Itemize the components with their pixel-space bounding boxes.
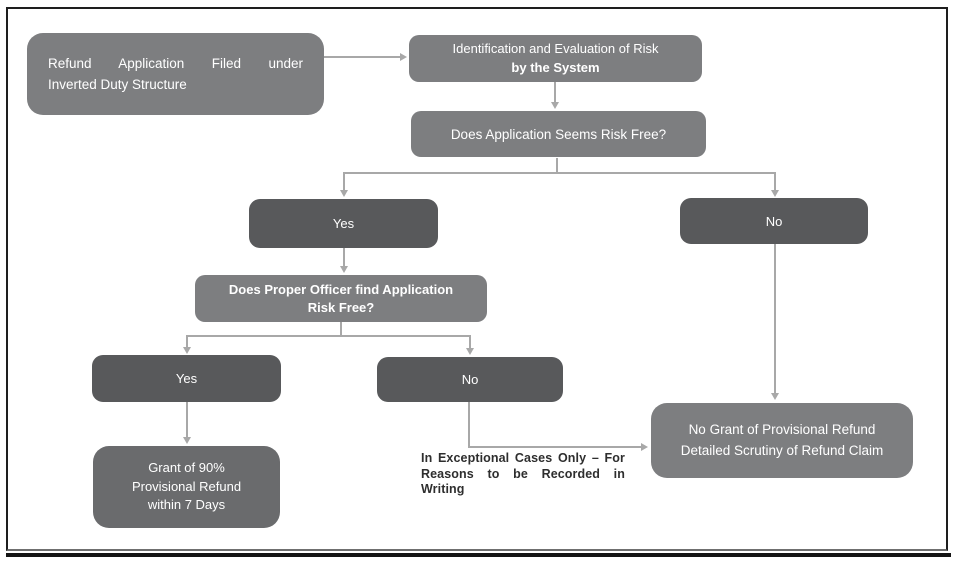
node-no-grant-refund-label: No Grant of Provisional Refund Detailed … [680, 422, 884, 458]
arrow-question-to-no-head [771, 190, 779, 197]
arrow-identification-to-question-line [554, 82, 556, 103]
branch-officer-question-stem [340, 322, 342, 336]
arrow-officer-to-yes-line [186, 335, 188, 348]
node-risk-identification: Identification and Evaluation of Risk by… [409, 35, 702, 82]
node-grant-refund-label: Grant of 90% Provisional Refund within 7… [131, 459, 242, 513]
node-risk-identification-line2: by the System [511, 59, 600, 75]
exception-note-line1: In Exceptional Cases Only – For [421, 451, 625, 465]
arrow-yes-to-grant-line [186, 402, 188, 438]
node-risk-identification-line1: Identification and Evaluation of Risk [452, 41, 659, 57]
page-bottom-rule [6, 553, 951, 557]
arrow-officer-to-no-line [469, 335, 471, 349]
arrow-no-officer-to-no-grant-head [641, 443, 648, 451]
node-yes-officer: Yes [92, 355, 281, 402]
node-no-officer-label: No [461, 372, 479, 387]
arrow-question-to-no-line [774, 172, 776, 191]
arrow-yes-to-grant-head [183, 437, 191, 444]
node-refund-application-line2: Inverted Duty Structure [48, 77, 187, 92]
node-yes-system-label: Yes [332, 216, 355, 231]
node-officer-question: Does Proper Officer find Application Ris… [195, 275, 487, 322]
exception-note-line2: Reasons to be Recorded in Writing [421, 466, 625, 497]
node-grant-refund: Grant of 90% Provisional Refund within 7… [93, 446, 280, 528]
arrow-yes-to-officer-head [340, 266, 348, 273]
node-refund-application: Refund Application Filed under Inverted … [27, 33, 324, 115]
arrow-officer-to-no-head [466, 348, 474, 355]
node-no-officer: No [377, 357, 563, 402]
node-yes-officer-label: Yes [175, 371, 198, 386]
node-no-grant-refund: No Grant of Provisional Refund Detailed … [651, 403, 913, 478]
node-no-system-label: No [765, 213, 783, 229]
arrow-no-system-to-no-grant-line [774, 244, 776, 394]
node-refund-application-line1: Refund Application Filed under [48, 55, 303, 71]
arrow-officer-to-yes-head [183, 347, 191, 354]
arrow-identification-to-question-head [551, 102, 559, 109]
node-officer-question-label: Does Proper Officer find Application Ris… [228, 281, 454, 315]
arrow-start-to-identification-line [324, 56, 401, 58]
node-risk-free-question: Does Application Seems Risk Free? [411, 111, 706, 157]
arrow-start-to-identification-head [400, 53, 407, 61]
flowchart-frame [6, 7, 948, 551]
arrow-no-system-to-no-grant-head [771, 393, 779, 400]
arrow-question-to-yes-head [340, 190, 348, 197]
branch-risk-question-crossbar [344, 172, 776, 174]
arrow-question-to-yes-line [343, 172, 345, 191]
branch-risk-question-stem [556, 158, 558, 173]
arrow-yes-to-officer-line [343, 248, 345, 267]
exception-note: In Exceptional Cases Only – For Reasons … [421, 451, 625, 498]
branch-officer-question-crossbar [187, 335, 471, 337]
node-no-system: No [680, 198, 868, 244]
arrow-no-officer-elbow-vertical [468, 402, 470, 448]
arrow-no-officer-elbow-horizontal [468, 446, 642, 448]
node-risk-free-question-label: Does Application Seems Risk Free? [450, 126, 667, 142]
node-yes-system: Yes [249, 199, 438, 248]
